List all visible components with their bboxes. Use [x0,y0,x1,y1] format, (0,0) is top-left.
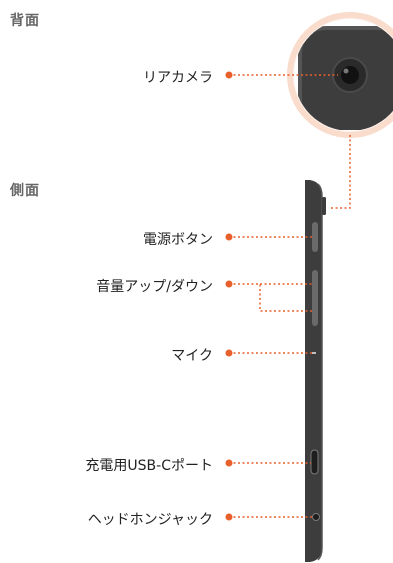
power-button [312,222,318,252]
rear-camera-dot [225,71,233,79]
microphone-hole [312,352,316,354]
usb-c-dot [225,459,233,467]
usb-c-port-label: 充電用USB-Cポート [85,458,213,474]
power-button-dot [225,233,233,241]
headphone-dot [225,513,233,521]
rear-camera-magnifier [287,12,393,138]
headphone-jack-label: ヘッドホンジャック [87,512,213,528]
power-button-label: 電源ボタン [143,232,213,248]
device-side-view [305,180,326,562]
microphone-dot [225,349,233,357]
volume-buttons [312,270,318,326]
microphone-label: マイク [171,348,213,364]
camera-lens-inner [341,66,359,84]
side-section-title: 側面 [10,183,40,199]
volume-buttons-label: 音量アップ/ダウン [96,279,213,295]
side-bump [322,197,326,215]
rear-camera-label: リアカメラ [143,70,213,86]
back-section-title: 背面 [10,13,40,29]
volume-leader-lower [229,283,312,312]
volume-buttons-dot [225,280,233,288]
headphone-jack [312,513,320,521]
magnifier-connector [330,135,351,209]
usb-c-port [310,449,319,475]
